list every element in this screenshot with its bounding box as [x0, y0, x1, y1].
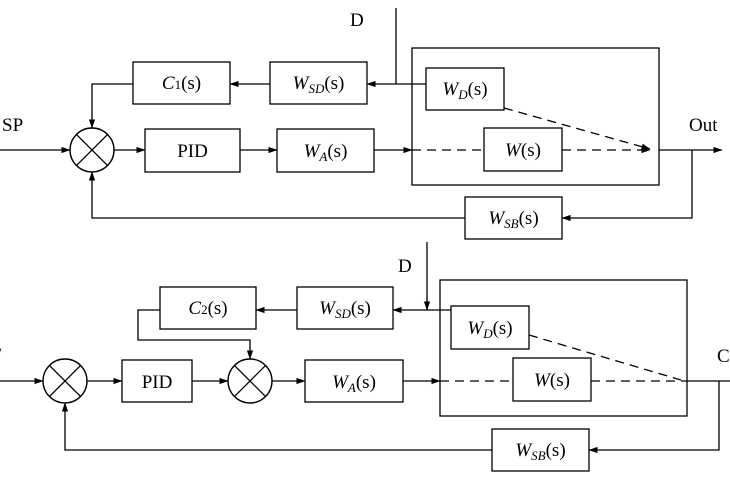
- w-block-bottom-label: W(s): [534, 370, 570, 391]
- output-label-top: Out: [689, 115, 718, 136]
- output-label-bottom: C: [717, 346, 730, 367]
- wd-block-top-label: WD(s): [442, 79, 487, 102]
- diagram-bottom: C2(s) WSD(s) WD(s) PID WA(s) W(s) WSB(s)…: [0, 242, 730, 472]
- wsb-block-bottom: [491, 428, 590, 472]
- wa-block-top-label: WA(s): [304, 141, 348, 164]
- wsb-block-top-label: WSB(s): [488, 208, 538, 231]
- process-enclosure-bottom: [439, 279, 688, 417]
- disturbance-label-bottom: D: [398, 256, 412, 277]
- feedback-line-to-wsb-top: [561, 150, 693, 222]
- wa-block-bottom: [304, 359, 404, 403]
- disturbance-label-top: D: [350, 10, 364, 31]
- input-label-top: SP: [2, 115, 23, 136]
- c1-block-label: C1(s): [162, 73, 201, 94]
- summing-junction-bottom-1: [42, 358, 88, 404]
- c2-block-label: C2(s): [188, 298, 227, 319]
- summing-junction-bottom-2: [227, 358, 273, 404]
- line-c1-to-sum: [88, 83, 133, 129]
- wsd-block-bottom: [296, 286, 394, 330]
- pid-block-top-label: PID: [177, 141, 208, 162]
- feedback-line-to-sum-bottom: [61, 402, 492, 451]
- w-block-bottom: [512, 357, 592, 402]
- c1-block: [132, 61, 231, 105]
- wd-block-bottom-label: WD(s): [467, 318, 512, 341]
- wsb-block-bottom-label: WSB(s): [515, 440, 565, 463]
- wd-block-top: [425, 67, 505, 111]
- c2-block: [159, 286, 257, 330]
- line-c2-to-sum2: [137, 309, 254, 360]
- feedback-line-to-sum-top: [88, 171, 465, 219]
- wsd-block-top: [269, 61, 368, 105]
- process-enclosure-top: [411, 47, 660, 186]
- summing-junction-top: [69, 127, 115, 173]
- pid-block-bottom-label: PID: [142, 372, 173, 393]
- dash-wd-to-out-bottom: [528, 334, 682, 381]
- input-label-bottom: /: [0, 345, 2, 366]
- dash-wd-to-out: [503, 107, 651, 150]
- wsd-block-top-label: WSD(s): [293, 73, 345, 96]
- wsb-block-top: [464, 196, 563, 240]
- disturbance-line-top: [395, 8, 426, 85]
- wa-block-bottom-label: WA(s): [332, 372, 376, 395]
- wsd-block-bottom-label: WSD(s): [319, 298, 371, 321]
- wd-block-bottom: [450, 305, 530, 350]
- diagram-top: C1(s) WSD(s) WD(s) PID WA(s) W(s) WSB(s)…: [0, 8, 723, 240]
- w-block-top-label: W(s): [505, 140, 541, 161]
- feedback-line-to-wsb-bottom: [588, 381, 720, 454]
